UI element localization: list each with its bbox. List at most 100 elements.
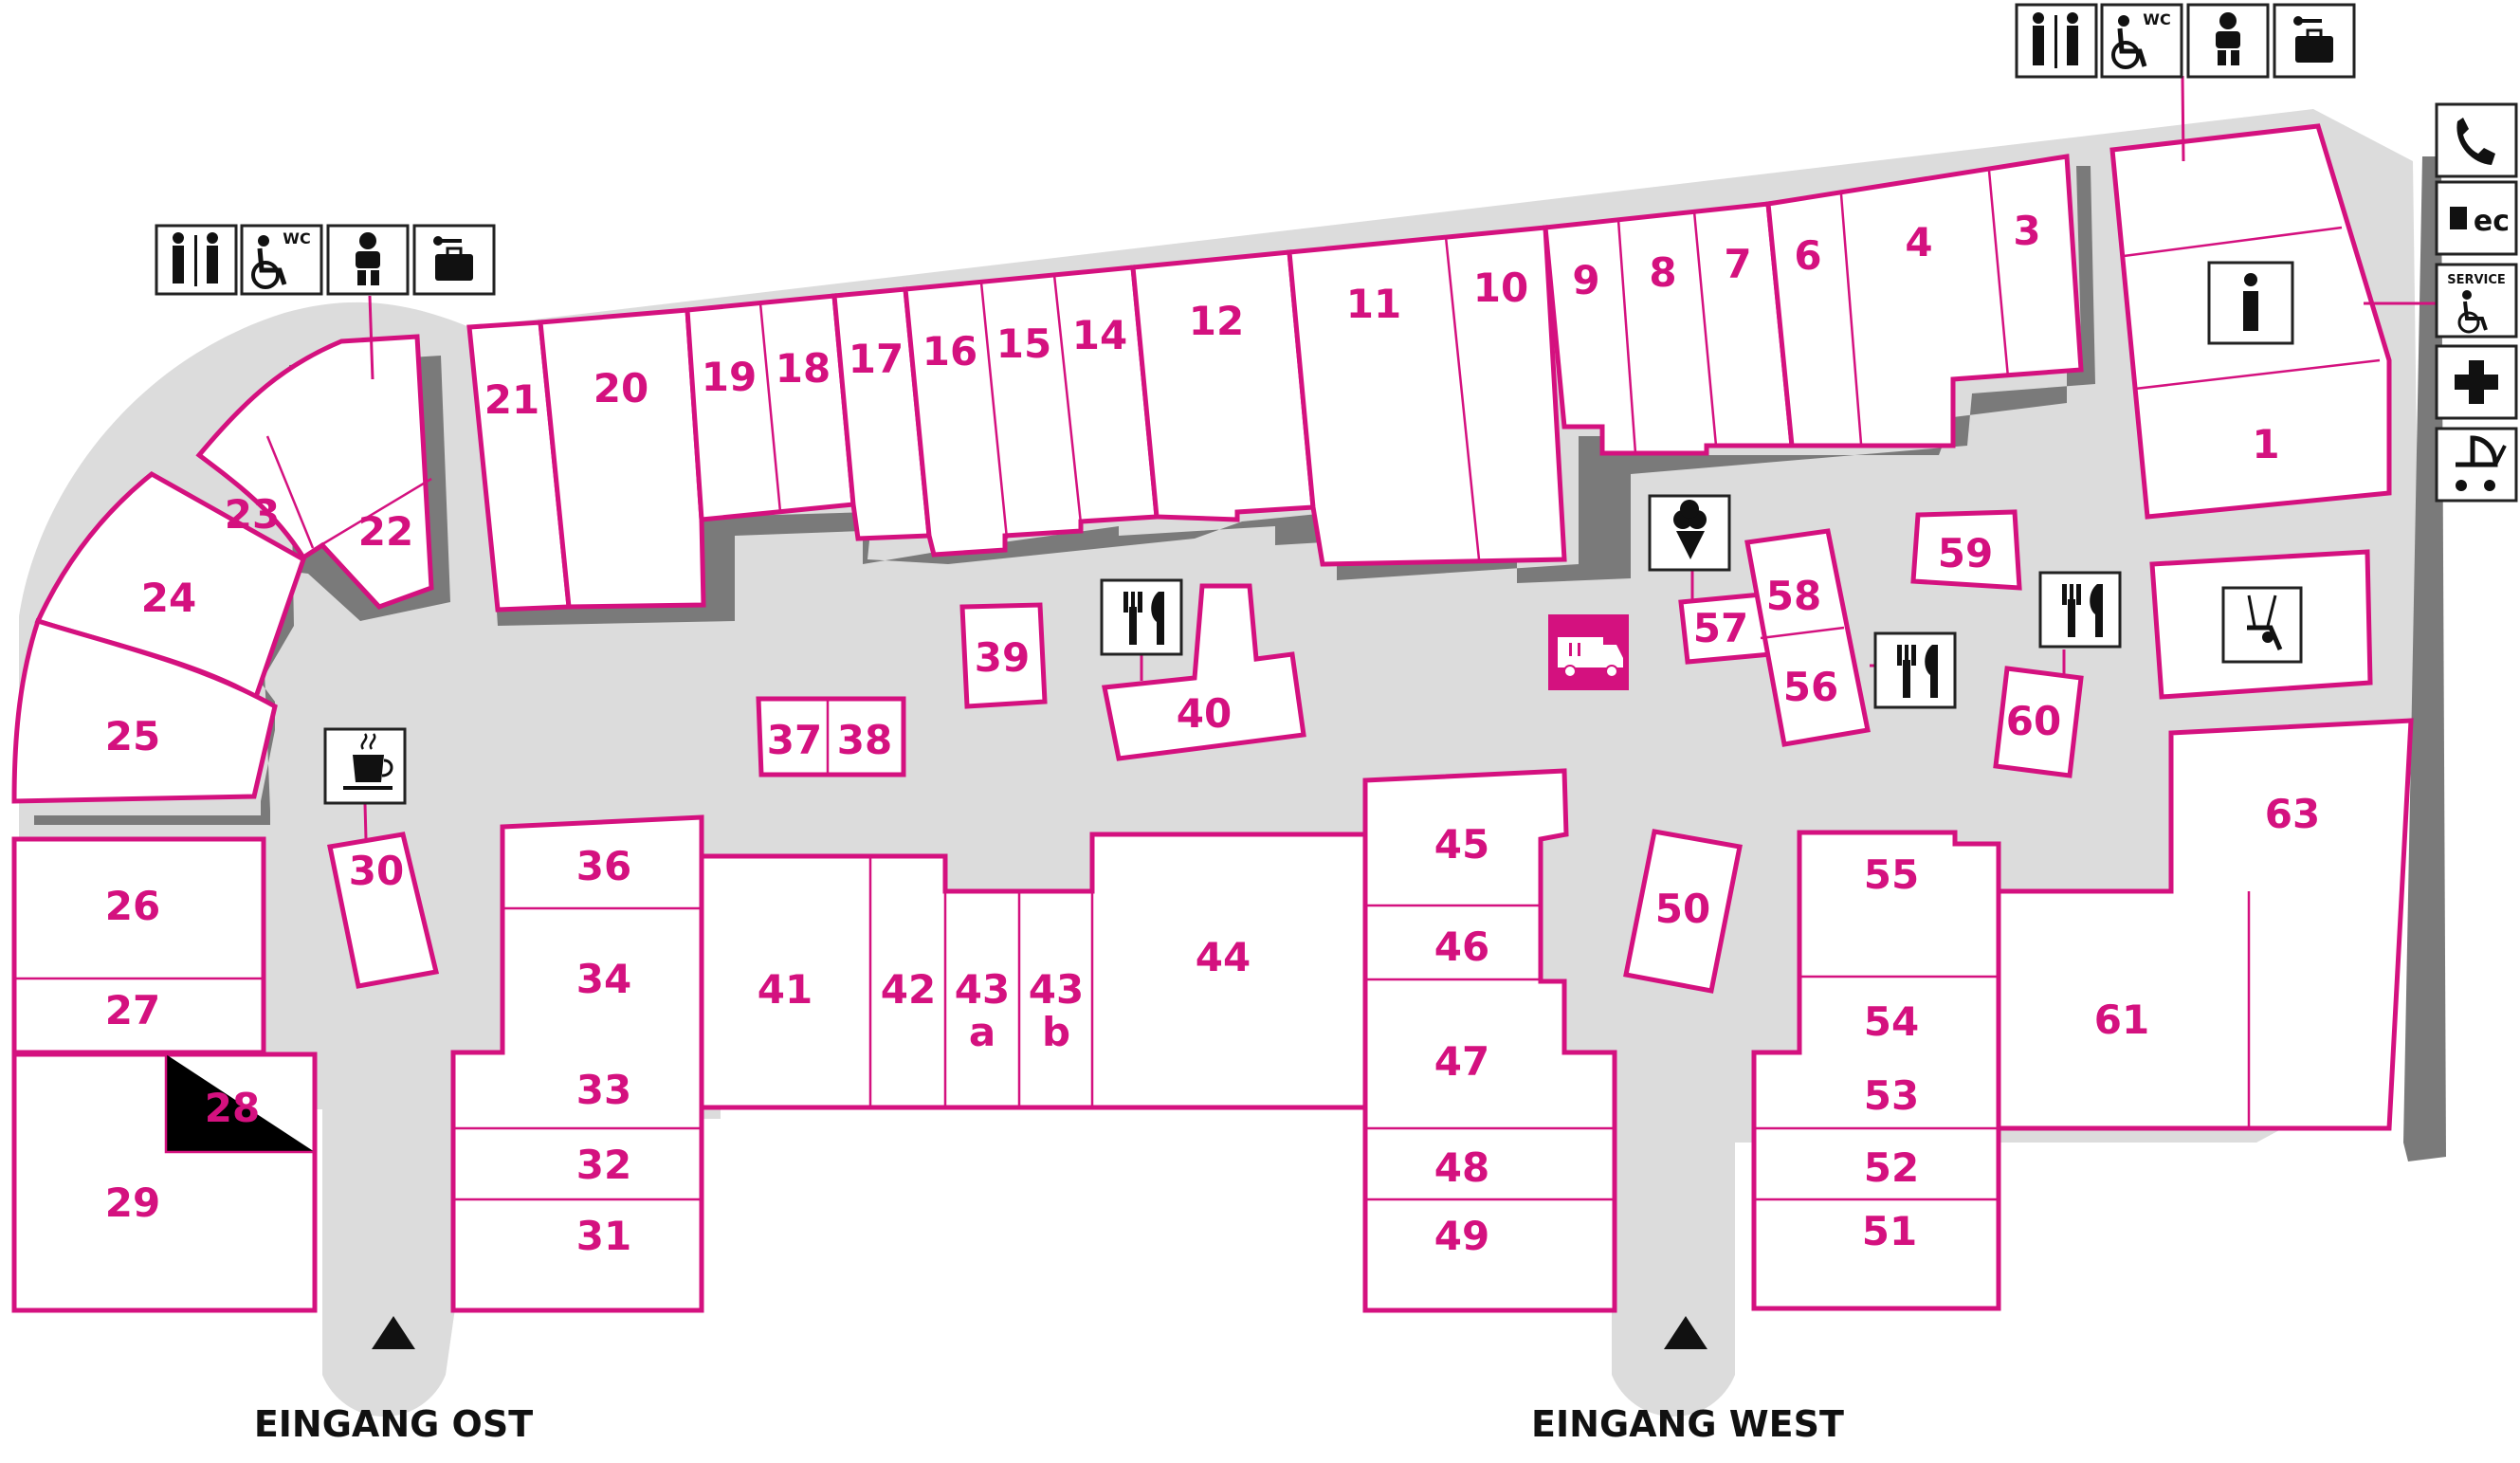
restroom-icon[interactable] xyxy=(2015,3,2098,79)
unit-12-shape[interactable] xyxy=(1130,249,1316,522)
unit-58-label[interactable]: 58 xyxy=(1766,573,1821,619)
unit-11-10-shape[interactable] xyxy=(1287,225,1567,567)
baby-changing-icon[interactable] xyxy=(2186,3,2270,79)
unit-31-label[interactable]: 31 xyxy=(576,1213,631,1259)
unit-41-label[interactable]: 41 xyxy=(758,966,813,1013)
unit-46-label[interactable]: 46 xyxy=(1434,924,1489,970)
unit-15-label[interactable]: 15 xyxy=(996,320,1051,367)
unit-17-label[interactable]: 17 xyxy=(849,336,904,382)
unit-55-label[interactable]: 55 xyxy=(1864,851,1919,898)
unit-51-label[interactable]: 51 xyxy=(1862,1208,1917,1254)
service-icon[interactable]: SERVICE xyxy=(2435,263,2518,338)
unit-3-label[interactable]: 3 xyxy=(2013,208,2040,254)
restaurant-icon[interactable] xyxy=(2038,571,2122,649)
entrance-east[interactable]: EINGANG OST xyxy=(254,1316,533,1445)
unit-48-label[interactable]: 48 xyxy=(1434,1144,1489,1191)
unit-37-38-shape[interactable] xyxy=(756,696,906,777)
locker-icon[interactable] xyxy=(2273,3,2356,79)
playground-icon[interactable] xyxy=(2221,586,2303,664)
unit-20-shape[interactable] xyxy=(538,307,706,610)
unit-44-label[interactable]: 44 xyxy=(1196,934,1251,980)
unit-32-label[interactable]: 32 xyxy=(576,1142,631,1188)
baby-changing-icon[interactable] xyxy=(326,224,410,296)
ice-cream-icon[interactable] xyxy=(1648,494,1731,572)
unit-37-label[interactable]: 37 xyxy=(767,717,822,763)
unit-60-label[interactable]: 60 xyxy=(2006,698,2061,744)
restaurant-icon[interactable] xyxy=(1873,631,1957,709)
food-truck-icon[interactable] xyxy=(1548,614,1629,690)
unit-45-label[interactable]: 45 xyxy=(1434,821,1489,868)
unit-40-shape[interactable] xyxy=(1102,583,1306,761)
unit-20-label[interactable]: 20 xyxy=(593,365,648,411)
unit-16-15-14-shape[interactable] xyxy=(903,265,1160,558)
unit-50-shape[interactable] xyxy=(1623,829,1743,994)
unit-59-label[interactable]: 59 xyxy=(1938,530,1993,576)
unit-1-label[interactable]: 1 xyxy=(2252,421,2279,467)
unit-12-label[interactable]: 12 xyxy=(1189,298,1244,344)
unit-30-label[interactable]: 30 xyxy=(349,848,404,894)
unit-51-55-block[interactable] xyxy=(1751,830,2001,1311)
unit-31-36-block[interactable] xyxy=(450,814,704,1313)
unit-9-8-7-shape[interactable] xyxy=(1543,201,1795,456)
cafe-icon[interactable] xyxy=(323,727,407,805)
unit-14-label[interactable]: 14 xyxy=(1072,312,1127,358)
phone-icon[interactable] xyxy=(2435,102,2518,178)
unit-23-label[interactable]: 23 xyxy=(225,491,280,538)
unit-36-label[interactable]: 36 xyxy=(576,843,631,889)
unit-26-label[interactable]: 26 xyxy=(105,883,160,929)
unit-33-label[interactable]: 33 xyxy=(576,1067,631,1113)
unit-6-label[interactable]: 6 xyxy=(1794,232,1821,279)
unit-63-label[interactable]: 63 xyxy=(2265,791,2320,837)
unit-39-label[interactable]: 39 xyxy=(975,634,1030,681)
unit-16-label[interactable]: 16 xyxy=(922,328,977,375)
unit-53-label[interactable]: 53 xyxy=(1864,1072,1919,1119)
unit-52-label[interactable]: 52 xyxy=(1864,1144,1919,1191)
unit-28-label[interactable]: 28 xyxy=(205,1085,260,1131)
unit-6-4-3-shape[interactable] xyxy=(1765,154,2084,448)
unit-25-label[interactable]: 25 xyxy=(105,713,160,759)
unit-29-label[interactable]: 29 xyxy=(105,1180,160,1226)
unit-8-label[interactable]: 8 xyxy=(1649,249,1676,296)
unit-43b-label[interactable]: 43 xyxy=(1029,966,1084,1013)
unit-39-shape[interactable] xyxy=(959,602,1048,709)
unit-22-23-block[interactable] xyxy=(195,334,434,610)
unit-11-label[interactable]: 11 xyxy=(1346,281,1401,327)
unit-38-label[interactable]: 38 xyxy=(837,717,892,763)
unit-25-shape[interactable] xyxy=(11,617,278,804)
unit-47-label[interactable]: 47 xyxy=(1434,1038,1489,1085)
unit-58-56-shape[interactable] xyxy=(1744,528,1871,747)
unit-24-label[interactable]: 24 xyxy=(141,575,196,621)
info-icon[interactable] xyxy=(2207,261,2294,345)
unit-7-label[interactable]: 7 xyxy=(1724,241,1751,287)
unit-56-label[interactable]: 56 xyxy=(1783,664,1838,710)
unit-17-shape[interactable] xyxy=(831,286,932,541)
entrance-west[interactable]: EINGANG WEST xyxy=(1531,1316,1844,1445)
locker-icon[interactable] xyxy=(412,224,496,296)
unit-40-label[interactable]: 40 xyxy=(1177,690,1232,737)
unit-50-label[interactable]: 50 xyxy=(1655,886,1710,932)
restroom-icon[interactable] xyxy=(155,224,238,296)
unit-59-shape[interactable] xyxy=(1910,509,2022,591)
unit-18-label[interactable]: 18 xyxy=(776,345,831,392)
unit-57-label[interactable]: 57 xyxy=(1693,605,1748,651)
unit-27-label[interactable]: 27 xyxy=(105,987,160,1033)
accessible-wc-icon[interactable]: WC xyxy=(2100,3,2183,79)
unit-60-shape[interactable] xyxy=(1993,666,2084,778)
unit-28-29-shape[interactable] xyxy=(11,1052,318,1313)
unit-30-shape[interactable] xyxy=(327,832,440,989)
stroller-icon[interactable] xyxy=(2435,427,2518,503)
unit-21-label[interactable]: 21 xyxy=(484,376,539,423)
unit-9-label[interactable]: 9 xyxy=(1572,257,1599,303)
ec-atm-icon[interactable]: ec xyxy=(2435,180,2518,256)
first-aid-icon[interactable] xyxy=(2435,344,2518,420)
unit-42-label[interactable]: 42 xyxy=(881,966,936,1013)
restaurant-icon[interactable] xyxy=(1100,578,1183,656)
unit-61-label[interactable]: 61 xyxy=(2094,997,2149,1043)
unit-4-label[interactable]: 4 xyxy=(1905,219,1932,265)
unit-54-label[interactable]: 54 xyxy=(1864,998,1919,1045)
unit-22-label[interactable]: 22 xyxy=(358,508,413,555)
unit-43a-label[interactable]: 43 xyxy=(955,966,1010,1013)
unit-19-label[interactable]: 19 xyxy=(702,354,757,400)
unit-34-label[interactable]: 34 xyxy=(576,956,631,1002)
accessible-wc-icon[interactable]: WC xyxy=(240,224,323,296)
